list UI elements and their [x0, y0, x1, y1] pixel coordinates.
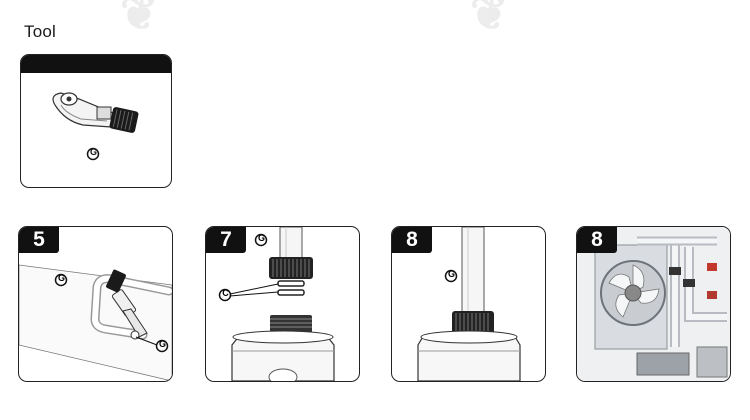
step-panel-2: 7 G C	[205, 226, 360, 382]
step-panel-3: 8 G	[391, 226, 546, 382]
callout-label-bottom: G	[158, 339, 166, 349]
background-watermark-2: ❦	[470, 0, 519, 39]
step-panel-1: 5 G G	[18, 226, 173, 382]
section-heading: Tool	[24, 22, 56, 41]
callout-label: G	[447, 269, 455, 279]
step-number-badge: 5	[19, 227, 59, 253]
fitting-assembly-illustration	[218, 227, 335, 381]
tool-card: G	[20, 54, 172, 188]
tightened-fitting-illustration	[417, 227, 521, 381]
background-watermark-1: ❦	[120, 0, 169, 39]
tool-callout-label: G	[89, 147, 97, 157]
pipe-cutter-illustration	[52, 92, 139, 161]
cutting-tube-illustration	[19, 264, 172, 381]
tool-card-header-bar	[21, 55, 171, 73]
callout-label-top: G	[257, 233, 265, 243]
step-panel-4: 8	[576, 226, 731, 382]
callout-label-left: C	[222, 288, 229, 298]
step-number-badge: 8	[577, 227, 617, 253]
step-number-badge: 7	[206, 227, 246, 253]
step-number-badge: 8	[392, 227, 432, 253]
callout-label-top: G	[57, 273, 65, 283]
installed-loop-photo	[577, 227, 730, 381]
